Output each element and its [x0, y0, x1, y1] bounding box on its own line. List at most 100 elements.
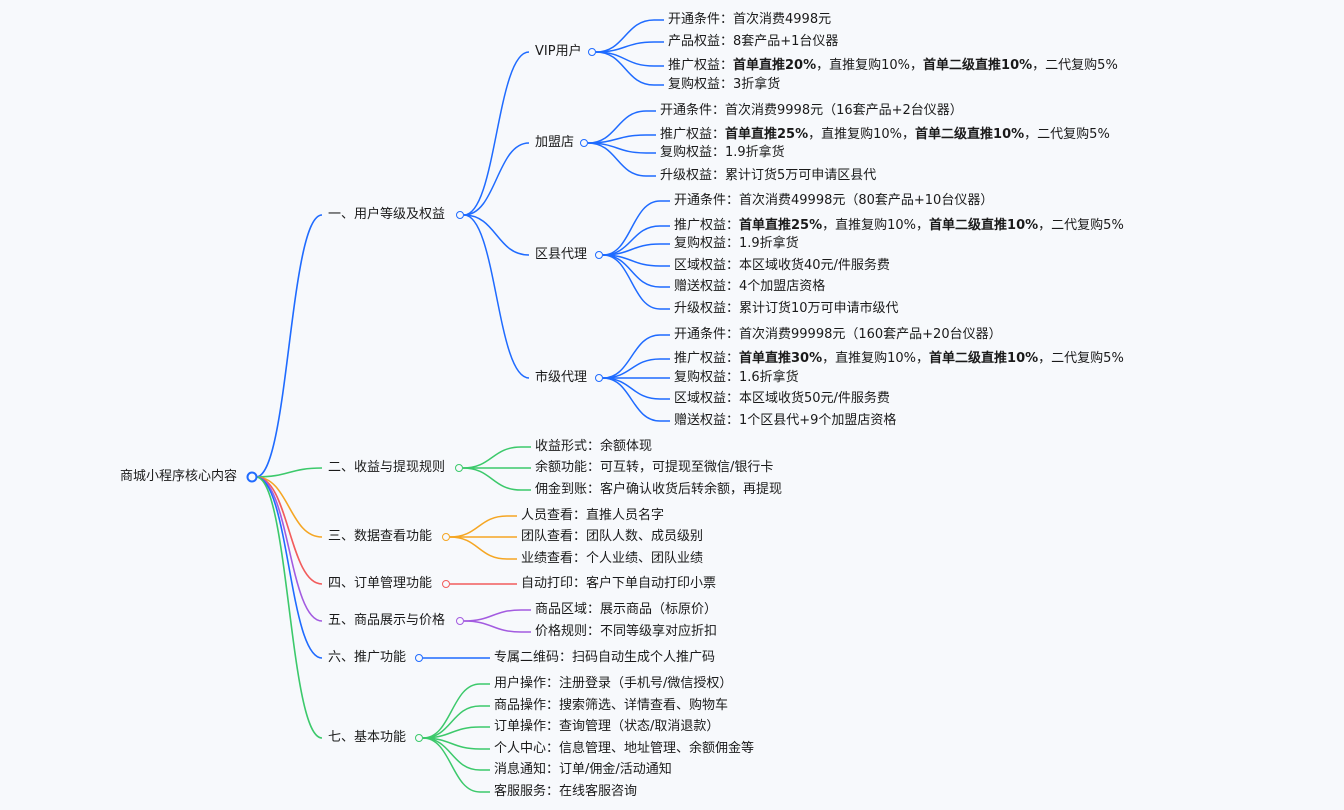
tier-node[interactable]: VIP用户 — [535, 44, 582, 60]
collapse-toggle-icon[interactable] — [415, 654, 423, 662]
benefit-item[interactable]: 区域权益：本区域收货50元/件服务费 — [674, 391, 890, 407]
collapse-toggle-icon[interactable] — [595, 251, 603, 259]
connector-l1-l2 — [422, 737, 490, 793]
connector-l2-l3 — [602, 243, 670, 256]
connector-l1-l2 — [449, 536, 517, 560]
feature-item[interactable]: 业绩查看：个人业绩、团队业绩 — [521, 551, 703, 567]
connector-l2-l3 — [587, 110, 656, 144]
benefit-item-label: 赠送权益：1个区县代+9个加盟店资格 — [674, 413, 897, 428]
benefit-item[interactable]: 推广权益：首单直推20%，直推复购10%，首单二级直推10%，二代复购5% — [668, 58, 1118, 74]
benefit-item-label: 升级权益：累计订货10万可申请市级代 — [674, 301, 899, 316]
benefit-item-label: 开通条件：首次消费4998元 — [668, 12, 832, 27]
collapse-toggle-icon[interactable] — [456, 211, 464, 219]
connector-l1-l2 — [462, 446, 531, 469]
text-segment: ，直推复购10%， — [808, 127, 916, 142]
feature-item[interactable]: 自动打印：客户下单自动打印小票 — [521, 576, 716, 592]
tier-node-label: 市级代理 — [535, 370, 588, 385]
benefit-item[interactable]: 赠送权益：4个加盟店资格 — [674, 279, 825, 295]
connector-l2-l3 — [595, 51, 664, 86]
benefit-item-label: 区域权益：本区域收货50元/件服务费 — [674, 391, 890, 406]
feature-item[interactable]: 人员查看：直推人员名字 — [521, 508, 664, 524]
feature-item[interactable]: 消息通知：订单/佣金/活动通知 — [494, 762, 672, 778]
feature-item[interactable]: 客服服务：在线客服咨询 — [494, 784, 637, 800]
benefit-item[interactable]: 产品权益：8套产品+1台仪器 — [668, 34, 838, 50]
connector-l2-l3 — [602, 334, 670, 379]
connector-l1-l2 — [462, 467, 531, 491]
branch-node[interactable]: 三、数据查看功能 — [328, 529, 432, 545]
branch-node-label: 五、商品展示与价格 — [328, 613, 446, 628]
feature-item-label: 个人中心：信息管理、地址管理、余额佣金等 — [494, 741, 755, 756]
root-collapse-toggle-icon[interactable] — [246, 471, 258, 483]
branch-node-label: 四、订单管理功能 — [328, 576, 433, 591]
benefit-item[interactable]: 推广权益：首单直推25%，直推复购10%，首单二级直推10%，二代复购5% — [674, 218, 1124, 234]
feature-item[interactable]: 商品操作：搜索筛选、详情查看、购物车 — [494, 698, 728, 714]
connector-root-l1 — [255, 214, 323, 478]
tier-node-label: VIP用户 — [535, 44, 582, 59]
branch-node-label: 二、收益与提现规则 — [328, 460, 446, 475]
benefit-item[interactable]: 复购权益：1.6折拿货 — [674, 370, 799, 386]
collapse-toggle-icon[interactable] — [595, 374, 603, 382]
benefit-item[interactable]: 区域权益：本区域收货40元/件服务费 — [674, 258, 890, 274]
feature-item[interactable]: 个人中心：信息管理、地址管理、余额佣金等 — [494, 741, 754, 757]
benefit-item[interactable]: 开通条件：首次消费99998元（160套产品+20台仪器） — [674, 327, 1002, 343]
tier-node[interactable]: 加盟店 — [535, 135, 574, 151]
connector-l2-l3 — [587, 134, 656, 144]
collapse-toggle-icon[interactable] — [456, 617, 464, 625]
connector-l2-l3 — [587, 142, 656, 154]
feature-item[interactable]: 团队查看：团队人数、成员级别 — [521, 529, 703, 545]
benefit-item[interactable]: 开通条件：首次消费49998元（80套产品+10台仪器） — [674, 193, 993, 209]
root-node-label: 商城小程序核心内容 — [120, 469, 238, 484]
text-segment: ，直推复购10%， — [822, 351, 930, 366]
feature-item[interactable]: 余额功能：可互转，可提现至微信/银行卡 — [535, 460, 773, 476]
benefit-item[interactable]: 复购权益：1.9折拿货 — [660, 145, 785, 161]
branch-node[interactable]: 四、订单管理功能 — [328, 576, 432, 592]
bold-text-segment: 首单直推25% — [725, 127, 809, 142]
collapse-toggle-icon[interactable] — [442, 533, 450, 541]
feature-item[interactable]: 专属二维码：扫码自动生成个人推广码 — [494, 650, 715, 666]
collapse-toggle-icon[interactable] — [588, 48, 596, 56]
connector-l2-l3 — [602, 254, 670, 310]
root-node[interactable]: 商城小程序核心内容 — [120, 469, 237, 485]
connector-root-l1 — [255, 476, 323, 659]
benefit-item[interactable]: 复购权益：3折拿货 — [668, 77, 780, 93]
benefit-item[interactable]: 推广权益：首单直推30%，直推复购10%，首单二级直推10%，二代复购5% — [674, 351, 1124, 367]
text-segment: ，二代复购5% — [1038, 351, 1124, 366]
feature-item[interactable]: 价格规则：不同等级享对应折扣 — [535, 624, 717, 640]
feature-item[interactable]: 收益形式：余额体现 — [535, 439, 652, 455]
branch-node[interactable]: 七、基本功能 — [328, 730, 406, 746]
branch-node[interactable]: 二、收益与提现规则 — [328, 460, 445, 476]
branch-node-label: 七、基本功能 — [328, 730, 407, 745]
collapse-toggle-icon[interactable] — [455, 464, 463, 472]
tier-node[interactable]: 市级代理 — [535, 370, 587, 386]
connector-root-l1 — [255, 467, 323, 478]
feature-item[interactable]: 用户操作：注册登录（手机号/微信授权） — [494, 676, 732, 692]
connector-l1-l2 — [463, 620, 531, 633]
benefit-item[interactable]: 推广权益：首单直推25%，直推复购10%，首单二级直推10%，二代复购5% — [660, 127, 1110, 143]
feature-item-label: 收益形式：余额体现 — [535, 439, 653, 454]
benefit-item[interactable]: 开通条件：首次消费9998元（16套产品+2台仪器） — [660, 103, 963, 119]
feature-item[interactable]: 订单操作：查询管理（状态/取消退款） — [494, 719, 719, 735]
benefit-item-label: 赠送权益：4个加盟店资格 — [674, 279, 826, 294]
benefit-item[interactable]: 升级权益：累计订货10万可申请市级代 — [674, 301, 899, 317]
feature-item[interactable]: 佣金到账：客户确认收货后转余额，再提现 — [535, 482, 782, 498]
feature-item-label: 佣金到账：客户确认收货后转余额，再提现 — [535, 482, 783, 497]
collapse-toggle-icon[interactable] — [442, 580, 450, 588]
feature-item-label: 用户操作：注册登录（手机号/微信授权） — [494, 676, 733, 691]
feature-item[interactable]: 商品区域：展示商品（标原价） — [535, 602, 717, 618]
tier-node[interactable]: 区县代理 — [535, 247, 587, 263]
benefit-item-label: 复购权益：1.9折拿货 — [660, 145, 785, 160]
branch-node[interactable]: 一、用户等级及权益 — [328, 207, 445, 223]
branch-node[interactable]: 五、商品展示与价格 — [328, 613, 445, 629]
collapse-toggle-icon[interactable] — [580, 139, 588, 147]
benefit-item[interactable]: 开通条件：首次消费4998元 — [668, 12, 831, 28]
benefit-item[interactable]: 复购权益：1.9折拿货 — [674, 236, 799, 252]
bold-text-segment: 首单二级直推10% — [923, 58, 1033, 73]
benefit-item[interactable]: 赠送权益：1个区县代+9个加盟店资格 — [674, 413, 896, 429]
benefit-item[interactable]: 升级权益：累计订货5万可申请区县代 — [660, 168, 876, 184]
tier-node-label: 区县代理 — [535, 247, 588, 262]
bold-text-segment: 首单直推30% — [739, 351, 823, 366]
branch-node[interactable]: 六、推广功能 — [328, 650, 406, 666]
collapse-toggle-icon[interactable] — [415, 734, 423, 742]
benefit-item-label: 推广权益： — [674, 351, 740, 366]
